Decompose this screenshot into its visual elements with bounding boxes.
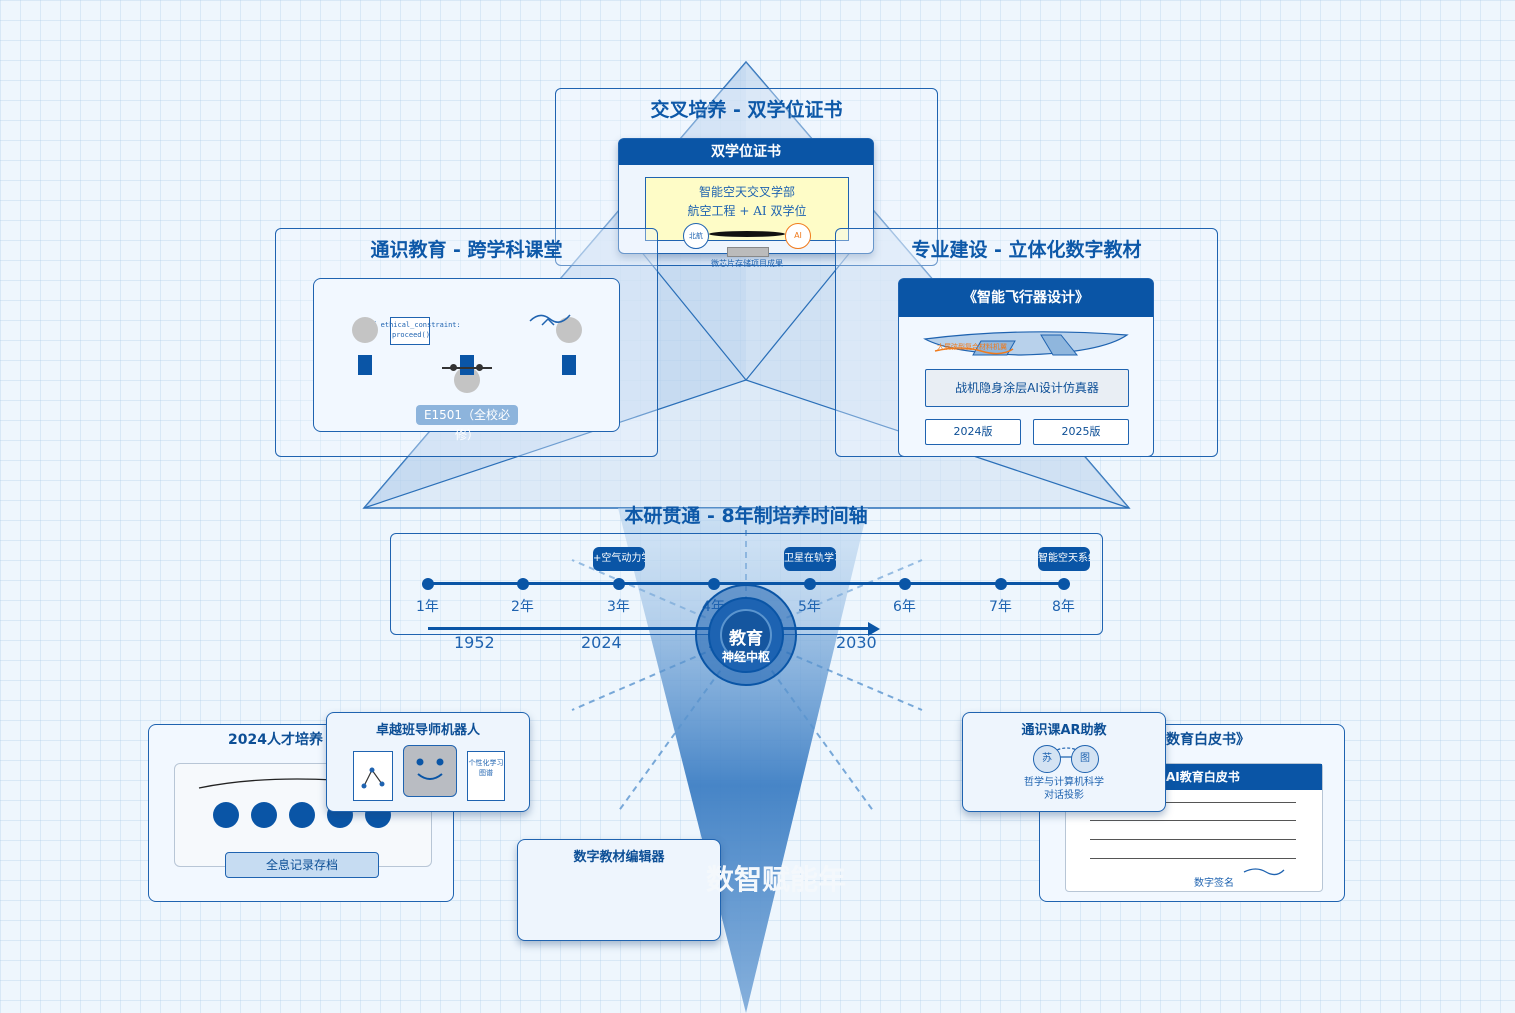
mentor-robot-card[interactable]: 卓越班导师机器人 个性化学习图谱 (326, 712, 530, 812)
student-body-icon (562, 355, 576, 375)
text-line (1090, 839, 1296, 840)
scientist-avatar: 图 (1071, 745, 1099, 773)
history-year-1952: 1952 (454, 633, 495, 652)
aircraft-wing-icon (923, 331, 1129, 356)
philosopher-avatar: 苏 (1033, 745, 1061, 773)
stealth-simulator-button[interactable]: 战机隐身涂层AI设计仿真器 (925, 369, 1129, 407)
certificate-header: 双学位证书 (619, 139, 873, 165)
graph-node-icon (353, 751, 393, 801)
digital-textbook-panel-title: 专业建设 - 立体化数字教材 (911, 239, 1142, 261)
progress-dot (251, 802, 277, 828)
timeline-node-2[interactable] (517, 578, 529, 590)
student-head-icon (352, 317, 378, 343)
milestone-smart-aerospace[interactable]: 智能空天系统 (1038, 547, 1090, 571)
mentor-robot-title: 卓越班导师机器人 (375, 723, 480, 738)
edition-2024-button[interactable]: 2024版 (925, 419, 1021, 445)
certificate-line-1: 智能空天交叉学部 (698, 185, 795, 199)
history-year-2024: 2024 (581, 633, 622, 652)
digital-signature-label: 数字签名 (1194, 878, 1234, 889)
code-line-1: if ethical_constraint: (368, 321, 461, 329)
wing-label: 大展弦型复合材料机翼 (937, 343, 1007, 351)
timeline-node-7[interactable] (995, 578, 1007, 590)
course-badge[interactable]: E1501（全校必修） (416, 405, 518, 442)
timeline-node-3[interactable] (613, 578, 625, 590)
year-label-8: 8年 (1052, 599, 1075, 615)
student-body-icon (460, 355, 474, 375)
history-arrow (428, 627, 870, 630)
ar-assistant-card[interactable]: 通识课AR助教 苏 图 哲学与计算机科学 对话投影 (962, 712, 1166, 812)
textbook-header: 《智能飞行器设计》 (899, 279, 1153, 317)
hologram-archive-button[interactable]: 全息记录存档 (225, 852, 379, 878)
hub-label-main: 教育 (729, 629, 763, 649)
learning-map-card: 个性化学习图谱 (467, 751, 505, 801)
wave-sketch-icon (529, 314, 571, 326)
year-label-2: 2年 (511, 599, 534, 615)
text-line (1090, 802, 1296, 803)
certificate-line-2: 航空工程 + AI 双学位 (687, 204, 807, 218)
classroom-card: if ethical_constraint: proceed() E1501（全… (313, 278, 620, 442)
code-line-2: proceed() (392, 331, 430, 339)
signature-squiggle-icon (1243, 868, 1285, 876)
year-label-3: 3年 (607, 599, 630, 615)
year-label-7: 7年 (989, 599, 1012, 615)
text-line (1090, 820, 1296, 821)
timeline-node-5[interactable] (804, 578, 816, 590)
year-label-6: 6年 (893, 599, 916, 615)
certificate-body: 智能空天交叉学部 航空工程 + AI 双学位 (645, 177, 849, 241)
microchip-caption: 微芯片存储项目成果 (711, 259, 783, 268)
microchip-icon (727, 247, 769, 257)
funnel-bottom-label: 数智赋能年 (706, 863, 847, 896)
code-box (390, 317, 430, 345)
editor-title: 数字教材编辑器 (573, 850, 665, 865)
timeline-node-1[interactable] (422, 578, 434, 590)
timeline-title: 本研贯通 - 8年制培养时间轴 (624, 505, 868, 527)
molecule-node (450, 364, 457, 371)
year-label-5: 5年 (798, 599, 821, 615)
text-line (1090, 858, 1296, 859)
history-arrowhead-icon (868, 622, 880, 636)
hologram-curve (198, 778, 336, 789)
signature-stroke (709, 231, 785, 237)
molecule-line (442, 367, 492, 369)
hub-inner-ring (720, 609, 772, 661)
textbook-card: 《智能飞行器设计》 大展弦型复合材料机翼 战机隐身涂层AI设计仿真器 2024版… (898, 278, 1154, 457)
milestone-aerodynamics[interactable]: +空气动力学 (593, 547, 645, 571)
robot-face-icon (403, 745, 457, 797)
ar-assistant-title: 通识课AR助教 (1021, 723, 1107, 738)
whitepaper-panel-title: 数育白皮书》 (1166, 732, 1250, 748)
timeline-node-8[interactable] (1058, 578, 1070, 590)
milestone-satellite-learning[interactable]: 卫星在轨学习 (784, 547, 836, 571)
ar-caption-1: 哲学与计算机科学 (1024, 777, 1104, 788)
molecule-node (476, 364, 483, 371)
timeline-node-4[interactable] (708, 578, 720, 590)
general-education-panel-title: 通识教育 - 跨学科课堂 (370, 239, 563, 261)
edition-2025-button[interactable]: 2025版 (1033, 419, 1129, 445)
hub-label-sub: 神经中枢 (721, 650, 770, 664)
ar-caption-2: 对话投影 (1044, 790, 1084, 801)
digital-textbook-editor-card[interactable]: 数字教材编辑器 (517, 839, 721, 941)
year-label-1: 1年 (416, 599, 439, 615)
certificate-card[interactable]: 双学位证书 智能空天交叉学部 航空工程 + AI 双学位 北航 AI (618, 138, 874, 257)
timeline-axis (428, 582, 1064, 585)
progress-dot (213, 802, 239, 828)
history-year-2030: 2030 (836, 633, 877, 652)
seal-left-icon: 北航 (683, 223, 709, 249)
timeline-node-6[interactable] (899, 578, 911, 590)
dual-degree-panel-title: 交叉培养 - 双学位证书 (650, 99, 843, 121)
talent-panel-title: 2024人才培养 (228, 732, 323, 748)
progress-dot (289, 802, 315, 828)
student-body-icon (358, 355, 372, 375)
seal-right-icon: AI (785, 223, 811, 249)
